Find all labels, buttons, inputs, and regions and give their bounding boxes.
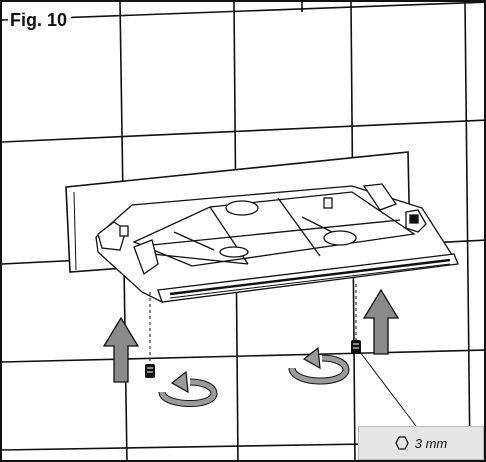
callout-leader-line bbox=[359, 351, 417, 427]
tool-size-text: 3 mm bbox=[414, 435, 448, 451]
figure-label: Fig. 10 bbox=[8, 10, 72, 33]
rotate-arrow-left-icon bbox=[158, 370, 218, 408]
set-screw-left bbox=[145, 364, 155, 378]
up-arrow-right bbox=[362, 288, 400, 355]
up-arrow-left bbox=[102, 316, 140, 383]
rotate-arrow-right-icon bbox=[288, 346, 350, 385]
bracket-frame bbox=[95, 183, 459, 303]
hex-key-icon bbox=[395, 436, 409, 450]
set-screw-right bbox=[351, 340, 361, 354]
screw-guide-lines bbox=[149, 284, 357, 364]
tool-size-callout: 3 mm bbox=[358, 426, 484, 460]
